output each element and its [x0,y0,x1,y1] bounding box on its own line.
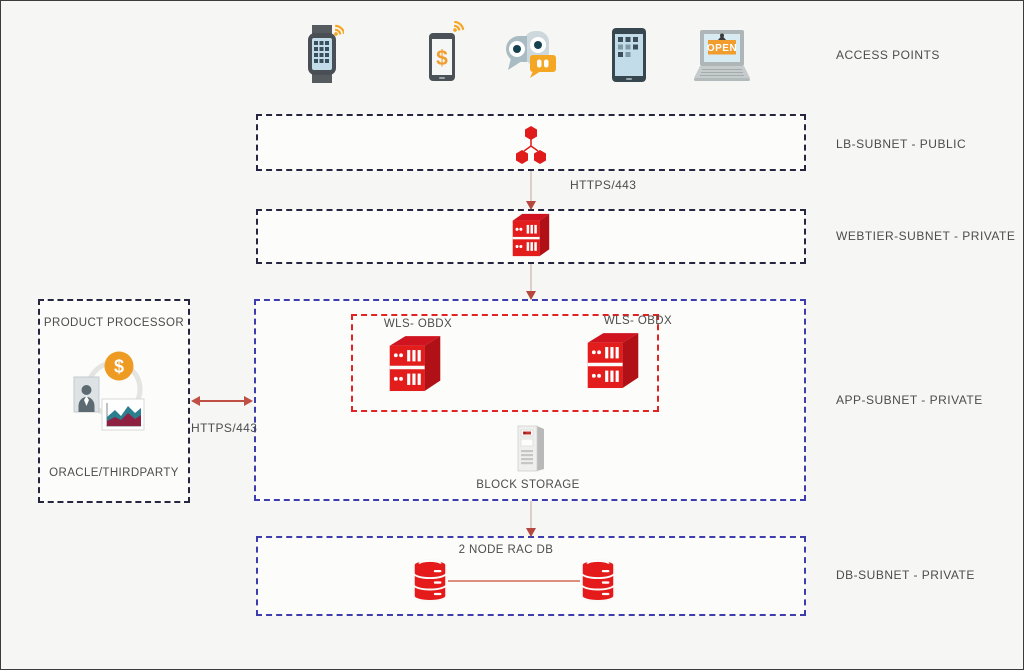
phone-dollar-symbol: $ [436,47,448,70]
wls-server-1-icon [389,336,441,392]
product-processor-subtitle: ORACLE/THIRDPARTY [49,467,179,479]
open-sign-text: OPEN [707,43,737,54]
database-node-2-icon [580,559,616,602]
mobile-phone-icon: $ [429,21,465,81]
access-points-label: ACCESS POINTS [836,48,940,62]
lb-subnet-label: LB-SUBNET - PUBLIC [836,137,967,151]
chat-bubble-icon [530,55,556,72]
product-processor-title: PRODUCT PROCESSOR [43,317,185,329]
lb-subnet-zone [256,114,806,171]
load-balancer-icon [516,126,546,164]
db-subnet-label: DB-SUBNET - PRIVATE [836,568,975,582]
smartwatch-icon [308,24,344,83]
wls-cluster-zone [351,314,659,412]
wifi-waves-icon [453,21,465,32]
web-server-icon [512,213,550,257]
app-subnet-label: APP-SUBNET - PRIVATE [836,393,983,407]
product-processor-zone: PRODUCT PROCESSOR $ ORACLE/THIRDPARTY [38,299,190,503]
https-label-processor-app: HTTPS/443 [191,421,258,435]
db-interconnect-line [448,580,580,582]
webtier-subnet-label: WEBTIER-SUBNET - PRIVATE [836,229,1016,243]
tablet-icon [612,28,646,82]
chatbot-icon [506,31,556,78]
product-processor-icon: $ [73,351,145,431]
wls-node-1-label: WLS- OBDX [383,318,453,330]
database-node-1-icon [412,559,448,602]
open-sign-icon [708,40,736,55]
arrow-processor-to-app [191,396,253,406]
wifi-waves-icon [334,24,344,36]
block-storage-icon [517,425,544,472]
rac-db-title: 2 NODE RAC DB [458,544,554,556]
block-storage-label: BLOCK STORAGE [476,479,580,491]
arrow-webtier-to-app [526,264,536,300]
https-label-lb-webtier: HTTPS/443 [570,178,637,192]
dollar-coin-symbol: $ [114,357,124,377]
wls-node-2-label: WLS- OBDX [603,315,673,327]
arrow-app-to-db [526,501,536,537]
db-subnet-zone [256,536,806,616]
wls-server-2-icon [587,333,639,389]
arrow-lb-to-webtier [526,171,536,210]
app-subnet-zone [254,299,806,501]
laptop-open-sign-icon: OPEN [694,30,750,81]
